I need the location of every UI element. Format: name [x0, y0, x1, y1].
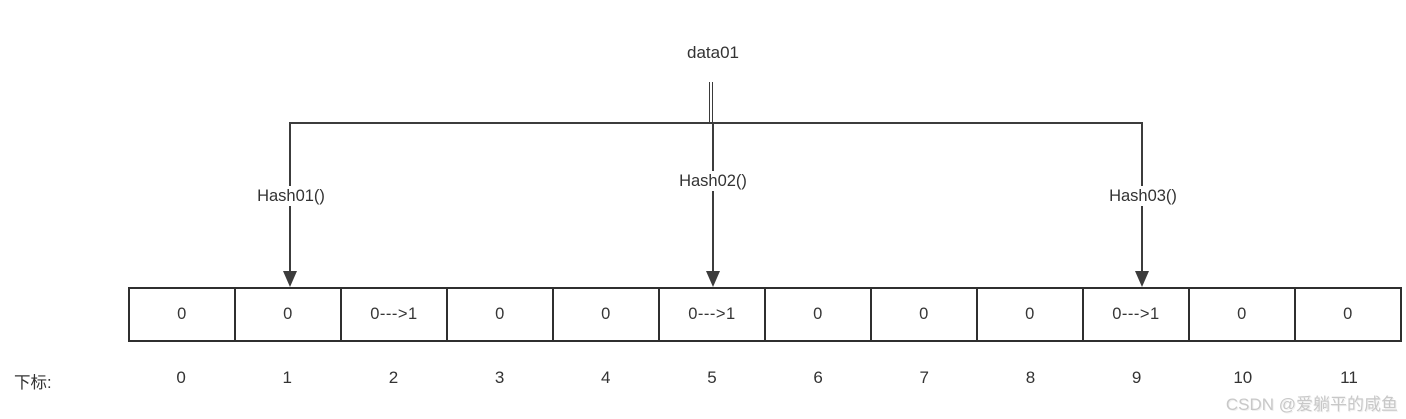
- index-label: 7: [919, 368, 930, 387]
- array-cell: 0: [764, 289, 870, 340]
- hash01-label: Hash01(): [254, 186, 328, 206]
- index-label: 9: [1131, 368, 1142, 387]
- array-cell: 0: [1188, 289, 1294, 340]
- array-cell: 0: [552, 289, 658, 340]
- array-cell: 0--->1: [658, 289, 764, 340]
- index-caption: 下标:: [14, 374, 52, 392]
- array-cell: 0: [177, 305, 187, 323]
- stem-connector-line: [709, 82, 713, 122]
- array-cell: 0: [446, 289, 552, 340]
- down-arrow-icon: [706, 271, 720, 287]
- down-arrow-icon: [1135, 271, 1149, 287]
- csdn-watermark: CSDN @爱躺平的咸鱼: [1225, 395, 1398, 414]
- index-label: 3: [494, 368, 505, 387]
- index-label: 5: [707, 368, 717, 387]
- array-cell: 0--->1: [1082, 289, 1188, 340]
- index-label: 2: [388, 368, 399, 387]
- array-cell: 0: [1294, 289, 1400, 340]
- array-cell: 0: [870, 289, 976, 340]
- index-label: 8: [1025, 368, 1036, 387]
- index-label: 6: [813, 368, 823, 387]
- index-label: 4: [601, 368, 611, 387]
- index-label: 11: [1340, 368, 1358, 387]
- branch-line: [289, 122, 1143, 124]
- index-label: 1: [282, 368, 292, 387]
- array-cell: 0: [976, 289, 1082, 340]
- bit-array: 0 0 0--->1 0 0 0--->1 0 0 0 0--->1 0 0: [128, 287, 1402, 342]
- hash03-label: Hash03(): [1106, 186, 1180, 206]
- down-arrow-icon: [283, 271, 297, 287]
- hash02-label: Hash02(): [676, 171, 750, 191]
- data-item-label: data01: [687, 43, 739, 62]
- index-label: 0: [176, 368, 186, 387]
- index-label: 10: [1233, 368, 1253, 387]
- array-cell: 0--->1: [340, 289, 446, 340]
- index-row: 0 1 2 3 4 5 6 7 8 9 10 11: [128, 368, 1402, 388]
- array-cell: 0: [234, 289, 340, 340]
- hash02-connector-line: [712, 122, 714, 271]
